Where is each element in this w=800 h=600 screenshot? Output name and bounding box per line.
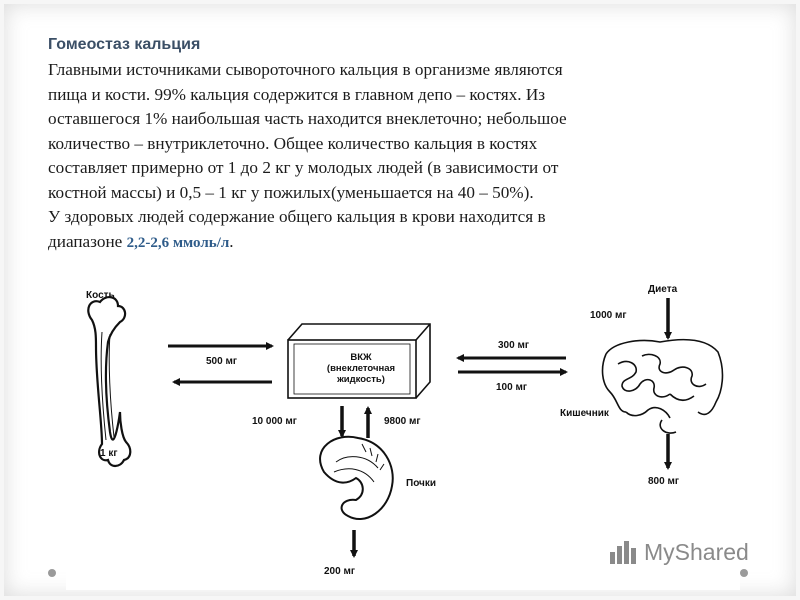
ecf-label-line2: (внеклеточная — [326, 363, 396, 374]
paragraph-line: оставшегося 1% наибольшая часть находитс… — [48, 109, 567, 128]
paragraph-line-last: диапазоне 2,2-2,6 ммоль/л. — [48, 230, 738, 256]
corner-dot-left — [48, 569, 56, 577]
watermark-logo: MyShared — [608, 537, 749, 567]
slide-paragraph: Главными источниками сывороточного кальц… — [48, 58, 738, 255]
ecf-box — [287, 323, 431, 399]
paragraph-line: У здоровых людей содержание общего кальц… — [48, 207, 546, 226]
diagram-graphics — [87, 296, 724, 558]
kidney-reabsorbed-label: 9800 мг — [384, 416, 421, 427]
intestine-label: Кишечник — [560, 408, 609, 419]
feces-label: 800 мг — [648, 476, 680, 487]
paragraph-line: составляет примерно от 1 до 2 кг у молод… — [48, 158, 559, 177]
diet-label: Диета — [648, 284, 678, 295]
last-line-suffix: . — [229, 231, 234, 251]
slide-title: Гомеостаз кальция — [48, 36, 201, 53]
kidney-filtered-label: 10 000 мг — [252, 416, 297, 427]
intestine-absorbed-label: 300 мг — [498, 340, 530, 351]
last-line-prefix: диапазоне — [48, 231, 127, 251]
ecf-label-line1: ВКЖ — [350, 352, 372, 363]
bone-label: Кость — [86, 290, 115, 301]
ecf-label: ВКЖ (внеклеточная жидкость) — [296, 352, 426, 385]
chart-bars-icon — [610, 541, 636, 564]
paragraph-line: костной массы) и 0,5 – 1 кг у пожилых(ум… — [48, 182, 534, 202]
intestine-icon — [601, 338, 724, 434]
calcium-range-value: 2,2-2,6 ммоль/л — [126, 234, 230, 251]
corner-dot-right — [740, 569, 748, 577]
ecf-label-line3: жидкость) — [337, 374, 385, 385]
bone-icon — [87, 296, 132, 468]
urine-label: 200 мг — [324, 566, 356, 577]
kidney-label: Почки — [406, 478, 437, 489]
diet-intake-label: 1000 мг — [590, 310, 627, 321]
bone-to-ecf-label: 500 мг — [206, 356, 238, 367]
paragraph-line: Главными источниками сывороточного кальц… — [48, 60, 563, 79]
calcium-balance-diagram: Кость 1 кг 500 мг ВКЖ (внеклеточная жидк… — [66, 272, 740, 590]
intestine-secreted-label: 100 мг — [496, 382, 528, 393]
watermark-text: MyShared — [644, 538, 749, 565]
bone-mass-label: 1 кг — [100, 448, 118, 459]
paragraph-line: количество – внутриклеточно. Общее колич… — [48, 133, 538, 153]
paragraph-line: пища и кости. 99% кальция содержится в г… — [48, 84, 546, 104]
kidney-icon — [319, 435, 394, 521]
